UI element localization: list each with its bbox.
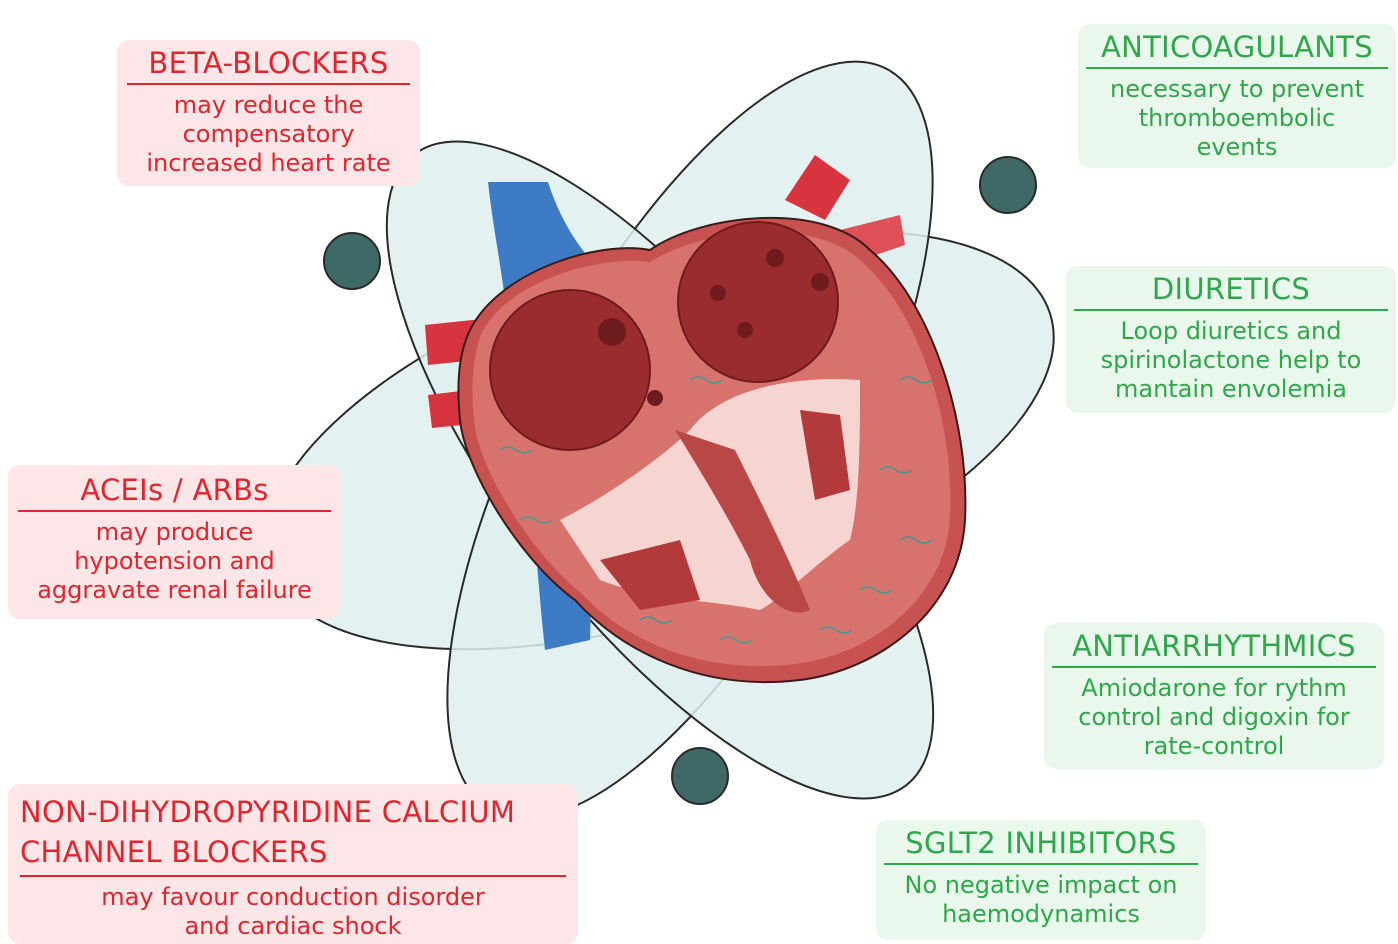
antiarrhythmics-box: ANTIARRHYTHMICS Amiodarone for rythm con… [1044,623,1384,769]
ccb-desc: may favour conduction disorder and cardi… [20,883,566,941]
beta-blockers-desc: may reduce the compensatory increased he… [127,91,410,178]
antiarrhythmics-desc: Amiodarone for rythm control and digoxin… [1052,674,1376,761]
orbit-node-2 [980,157,1036,213]
anticoagulants-title: ANTICOAGULANTS [1086,30,1388,69]
diuretics-box: DIURETICS Loop diuretics and spirinolact… [1066,266,1396,413]
sglt2-desc: No negative impact on haemodynamics [884,871,1198,929]
orbit-node-3 [672,748,728,804]
acei-arb-title: ACEIs / ARBs [18,473,331,512]
beta-blockers-box: BETA-BLOCKERS may reduce the compensator… [117,40,420,186]
acei-arb-box: ACEIs / ARBs may produce hypotension and… [8,465,341,619]
left-atrium [490,290,650,450]
sglt2-box: SGLT2 INHIBITORS No negative impact on h… [876,820,1206,940]
ccb-box: NON-DIHYDROPYRIDINE CALCIUM CHANNEL BLOC… [8,784,578,944]
sglt2-title: SGLT2 INHIBITORS [884,826,1198,865]
diuretics-desc: Loop diuretics and spirinolactone help t… [1074,317,1388,404]
antiarrhythmics-title: ANTIARRHYTHMICS [1052,629,1376,668]
right-atrium [678,222,838,382]
beta-blockers-title: BETA-BLOCKERS [127,46,410,85]
orbit-node-1 [324,233,380,289]
anticoagulants-desc: necessary to prevent thromboembolic even… [1086,75,1388,162]
diuretics-title: DIURETICS [1074,272,1388,311]
anticoagulants-box: ANTICOAGULANTS necessary to prevent thro… [1078,24,1396,168]
ccb-title: NON-DIHYDROPYRIDINE CALCIUM CHANNEL BLOC… [20,792,566,877]
acei-arb-desc: may produce hypotension and aggravate re… [18,518,331,605]
